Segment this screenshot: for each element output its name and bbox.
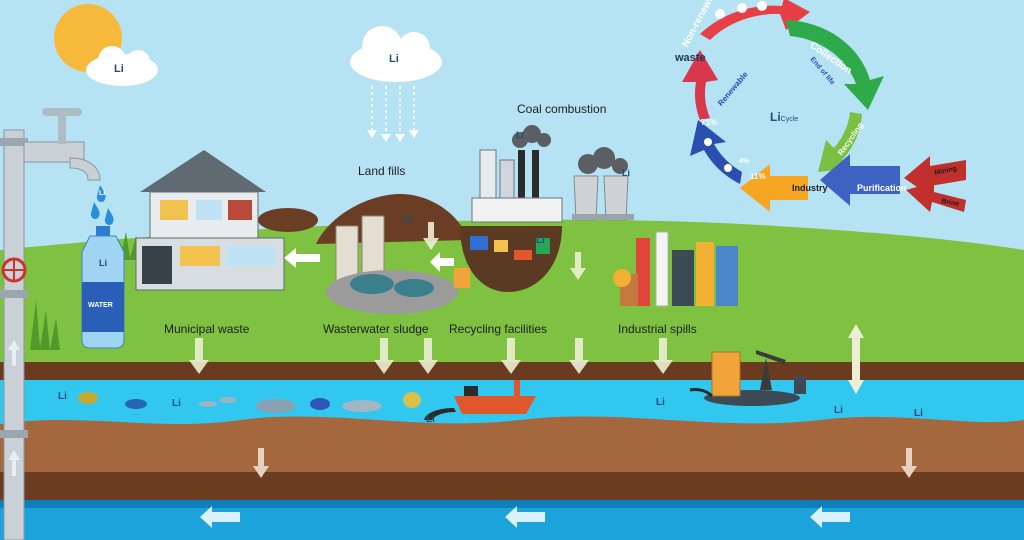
bottle-label: WATER [88,302,113,309]
label-land-fills: Land fills [358,164,406,178]
power-plant-illustration [572,175,634,221]
cycle-decorative-icons [704,1,767,172]
li-symbol-water-4: Li [656,397,665,408]
tap-droplets [90,185,114,226]
li-symbol-water-6: Li [914,408,923,419]
label-coal-combustion: Coal combustion [517,102,607,116]
li-symbol-water-3: Li [426,414,435,425]
li-symbol-wastewater: Li [403,214,412,225]
label-industrial-spills: Industrial spills [618,322,697,336]
li-symbol-water-2: Li [172,398,181,409]
recycling-facility-illustration [454,149,563,292]
bidirectional-arrow [848,324,864,394]
rain-arrows [371,86,415,134]
li-symbol-bottle: Li [99,258,107,268]
cycle-purification: Purification [857,183,907,193]
label-wastewater-sludge: Wasterwater sludge [323,322,429,336]
rain-cloud-icon [350,26,442,82]
soil-pile [258,208,318,232]
cycle-pct-11: 11% [750,172,766,181]
li-symbol-tap-1: Li [99,190,106,197]
cycle-center-li: LiCycle [770,108,798,126]
down-arrows [189,222,673,374]
tap-handle-icon [42,108,82,144]
rain-arrowheads [367,130,419,142]
lithium-cycle-diagram [682,0,966,212]
li-symbol-water-5: Li [834,405,843,416]
label-recycling-facilities: Recycling facilities [449,322,548,336]
smoke-clouds [512,125,628,174]
li-symbol-cloud-left: Li [114,63,124,75]
pipe-up-arrows [8,340,20,476]
cloud-icon [86,46,158,86]
li-symbol-powerplant: Li [622,168,630,178]
cycle-pct-71: 71% [701,118,718,127]
cycle-center-word: Cycle [780,116,799,123]
li-symbol-water-1: Li [58,391,67,402]
cycle-center-symbol: Li [770,110,781,124]
fish-icons [78,392,421,413]
industrial-city-illustration [613,231,738,307]
cycle-industry: Industry [792,183,828,193]
cycle-pct-4: 4% [739,158,750,165]
flow-arrows [284,248,454,272]
house-illustration [135,150,285,291]
deep-soil [0,472,1024,502]
ship-icon [424,380,536,420]
seepage-arrows [253,448,917,478]
li-symbol-recycling: Li [536,235,545,246]
water-pipe [0,129,101,540]
cycle-waste-label: waste [675,52,706,64]
li-symbol-cloud-rain: Li [389,53,399,65]
li-symbol-coal: Li [516,130,524,140]
label-municipal-waste: Municipal waste [164,322,250,336]
groundwater-flow-arrows [200,506,850,528]
sediment-layer [0,416,1024,472]
oil-rig-icon [689,350,806,406]
water-bottle-icon [81,226,125,349]
